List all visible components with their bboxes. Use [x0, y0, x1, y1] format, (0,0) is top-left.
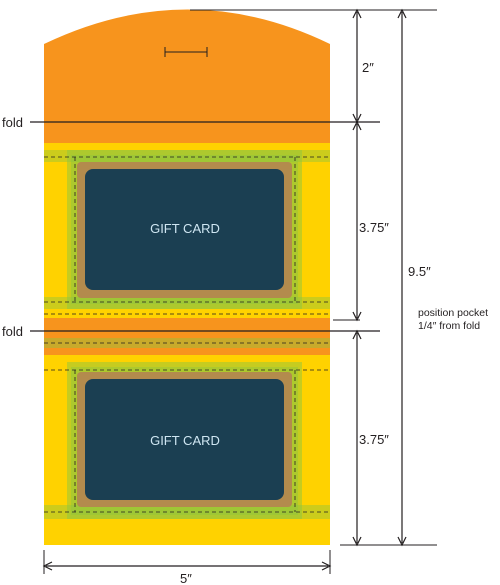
- gift-card-top: [85, 169, 284, 290]
- dim-pocket-bottom-height: 3.75″: [359, 432, 389, 447]
- dimension-arrows: [42, 8, 407, 571]
- note-position-pocket: position pocket: [418, 307, 488, 319]
- gift-card-label-bottom: GIFT CARD: [150, 433, 220, 448]
- note-from-fold: 1/4″ from fold: [418, 320, 480, 332]
- fold-label-top: fold: [2, 115, 23, 130]
- gift-card-bottom: [85, 379, 284, 500]
- pocket-top: GIFT CARD: [44, 143, 330, 318]
- dim-width: 5″: [180, 571, 192, 585]
- gift-card-label-top: GIFT CARD: [150, 221, 220, 236]
- dim-total-height: 9.5″: [408, 264, 431, 279]
- dim-pocket-top-height: 3.75″: [359, 220, 389, 235]
- pocket-bottom: GIFT CARD: [44, 338, 330, 545]
- flap-slot-mark: [164, 47, 208, 57]
- extension-lines: [43, 9, 437, 574]
- dim-flap-height: 2″: [362, 60, 374, 75]
- fold-label-bottom: fold: [2, 324, 23, 339]
